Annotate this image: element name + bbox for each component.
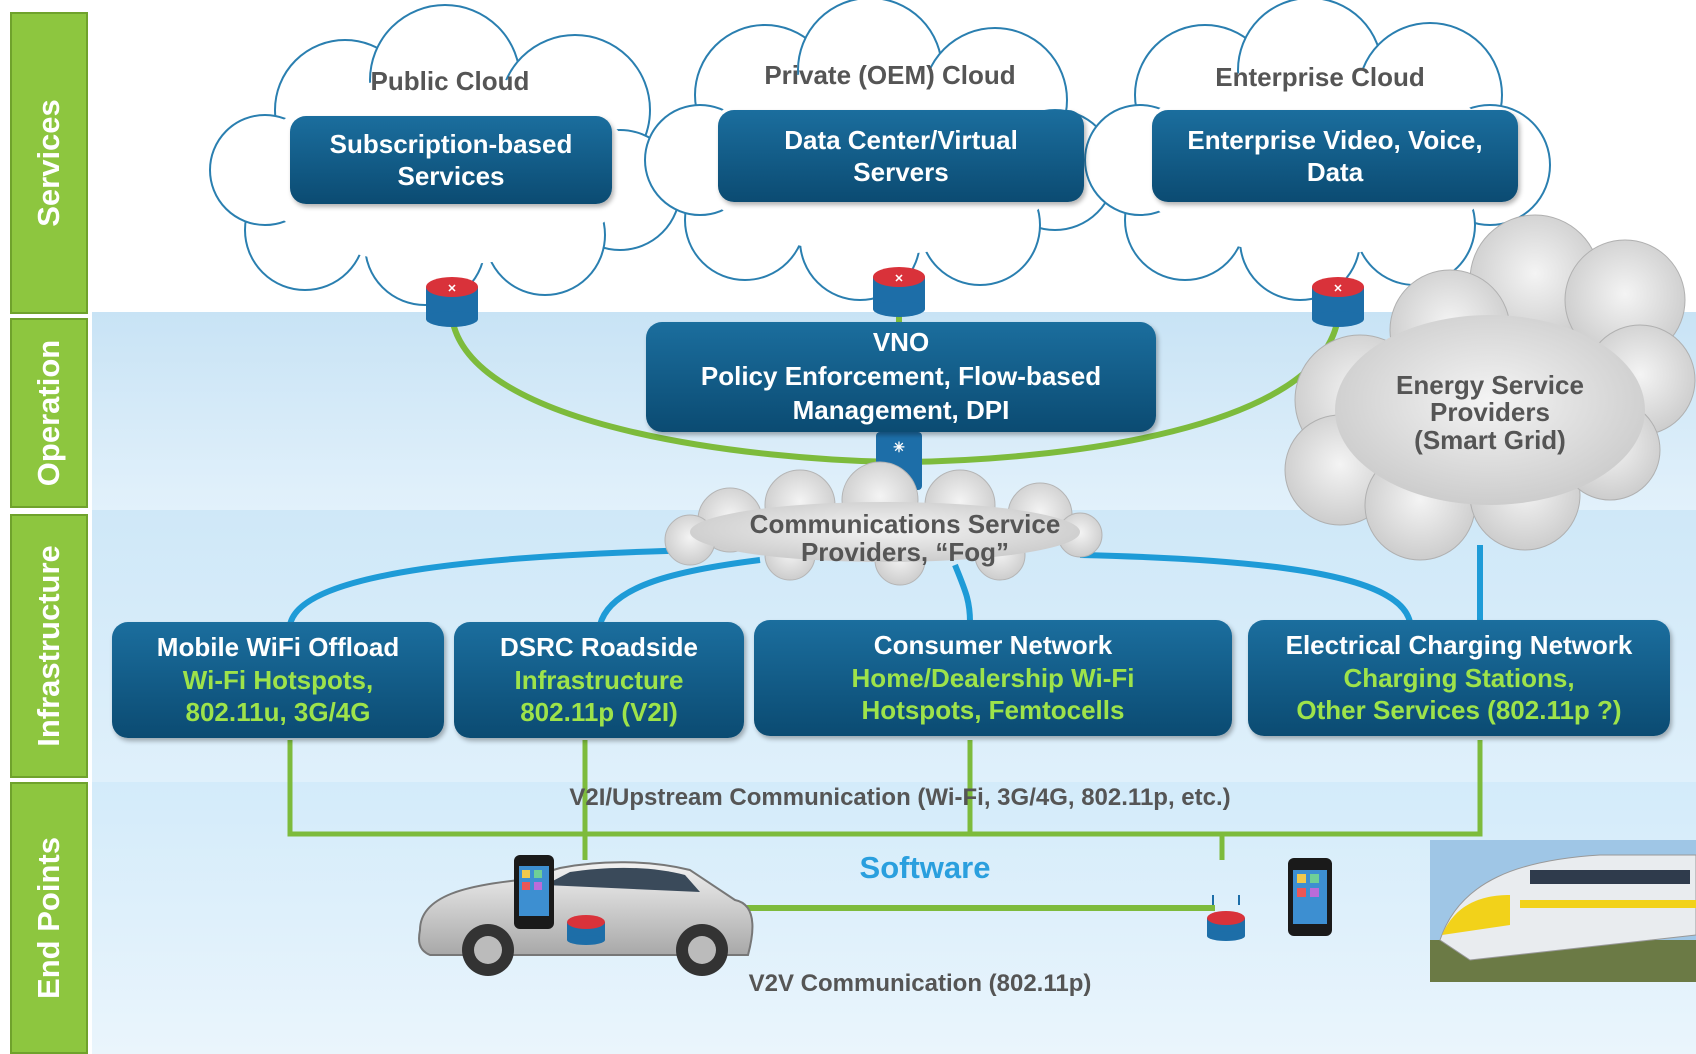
svg-text:✳: ✳: [893, 439, 905, 455]
infra-sub1: Home/Dealership Wi-Fi: [851, 662, 1135, 693]
electrical-charging-box: Electrical Charging Network Charging Sta…: [1248, 620, 1670, 736]
cloud-fog: [664, 461, 1103, 586]
endpoints-band: [92, 782, 1696, 1054]
dsrc-roadside-box: DSRC Roadside Infrastructure 802.11p (V2…: [454, 622, 744, 738]
link-fog-to-wifi: [287, 547, 701, 626]
cloud-energy: [1284, 214, 1696, 561]
handheld-phone-icon: [1288, 858, 1332, 936]
phone-icon: [514, 855, 554, 929]
energy-line1: Energy Service: [1396, 370, 1584, 400]
fog-line1: Communications Service: [749, 509, 1061, 539]
cloud-private-title: Private (OEM) Cloud: [764, 60, 1016, 90]
router-enterprise-icon: ✕: [1312, 277, 1364, 327]
vno-title: VNO: [872, 327, 930, 358]
mobile-wifi-offload-box: Mobile WiFi Offload Wi-Fi Hotspots, 802.…: [112, 622, 444, 738]
infra-title: Electrical Charging Network: [1285, 630, 1633, 661]
infra-sub2: Hotspots, Femtocells: [861, 695, 1125, 726]
router-public-icon: ✕: [426, 277, 478, 327]
private-cloud-servers-box: Data Center/Virtual Servers: [718, 110, 1084, 202]
infra-sub2: 802.11u, 3G/4G: [185, 697, 371, 728]
private-servers-line1: Data Center/Virtual: [784, 124, 1018, 155]
fog-label: Communications Service Providers, “Fog”: [705, 510, 1105, 566]
energy-line3: (Smart Grid): [1414, 424, 1566, 455]
svg-text:✕: ✕: [1333, 283, 1342, 295]
public-services-line2: Services: [397, 161, 505, 191]
energy-line2: Providers: [1430, 397, 1550, 428]
enterprise-line1: Enterprise Video, Voice,: [1187, 124, 1483, 155]
public-cloud-services-box: Subscription-based Services: [290, 116, 612, 204]
roadside-router-icon: [1207, 895, 1245, 941]
infra-sub2: Other Services (802.11p ?): [1296, 695, 1622, 726]
cloud-enterprise-title: Enterprise Cloud: [1215, 62, 1425, 92]
energy-provider-label: Energy Service Providers (Smart Grid): [1370, 370, 1610, 455]
public-services-line1: Subscription-based: [329, 128, 573, 159]
cloud-public-title: Public Cloud: [370, 66, 530, 96]
layer-label-services: Services: [10, 12, 88, 314]
infra-title: Mobile WiFi Offload: [156, 632, 400, 663]
infra-sub2: 802.11p (V2I): [520, 697, 678, 728]
software-label: Software: [859, 850, 991, 885]
link-fog-to-dsrc: [597, 557, 761, 626]
enterprise-cloud-box: Enterprise Video, Voice, Data: [1152, 110, 1518, 202]
infra-sub1: Wi-Fi Hotspots,: [182, 664, 374, 695]
link-fog-to-consumer: [952, 563, 973, 623]
vno-box: VNO Policy Enforcement, Flow-based Manag…: [646, 322, 1156, 432]
link-public-to-vno: [449, 317, 896, 465]
private-servers-line2: Servers: [853, 157, 949, 187]
svg-text:✕: ✕: [894, 273, 903, 285]
vno-line2: Policy Enforcement, Flow-based: [700, 361, 1102, 392]
layer-label-infrastructure: Infrastructure: [10, 514, 88, 778]
infra-title: Consumer Network: [873, 630, 1113, 661]
svg-text:✕: ✕: [447, 283, 456, 295]
car-icon: [418, 861, 754, 976]
vno-line3: Management, DPI: [792, 394, 1010, 425]
infra-sub1: Charging Stations,: [1343, 662, 1575, 693]
link-fog-to-charging: [1079, 552, 1413, 623]
upstream-bus: [287, 740, 1483, 837]
layer-label-endpoints: End Points: [10, 782, 88, 1054]
router-private-icon: ✕: [873, 267, 925, 317]
train-image: [1430, 840, 1696, 982]
fog-line2: Providers, “Fog”: [800, 537, 1010, 568]
car-router-icon: [567, 915, 605, 945]
layer-label-operation: Operation: [10, 318, 88, 508]
infra-title: DSRC Roadside: [500, 632, 698, 663]
infra-sub1: Infrastructure: [514, 664, 684, 695]
v2v-communication-label: V2V Communication (802.11p): [748, 970, 1092, 997]
enterprise-line2: Data: [1306, 157, 1364, 187]
upstream-communication-label: V2I/Upstream Communication (Wi-Fi, 3G/4G…: [569, 784, 1231, 811]
consumer-network-box: Consumer Network Home/Dealership Wi-Fi H…: [754, 620, 1232, 736]
